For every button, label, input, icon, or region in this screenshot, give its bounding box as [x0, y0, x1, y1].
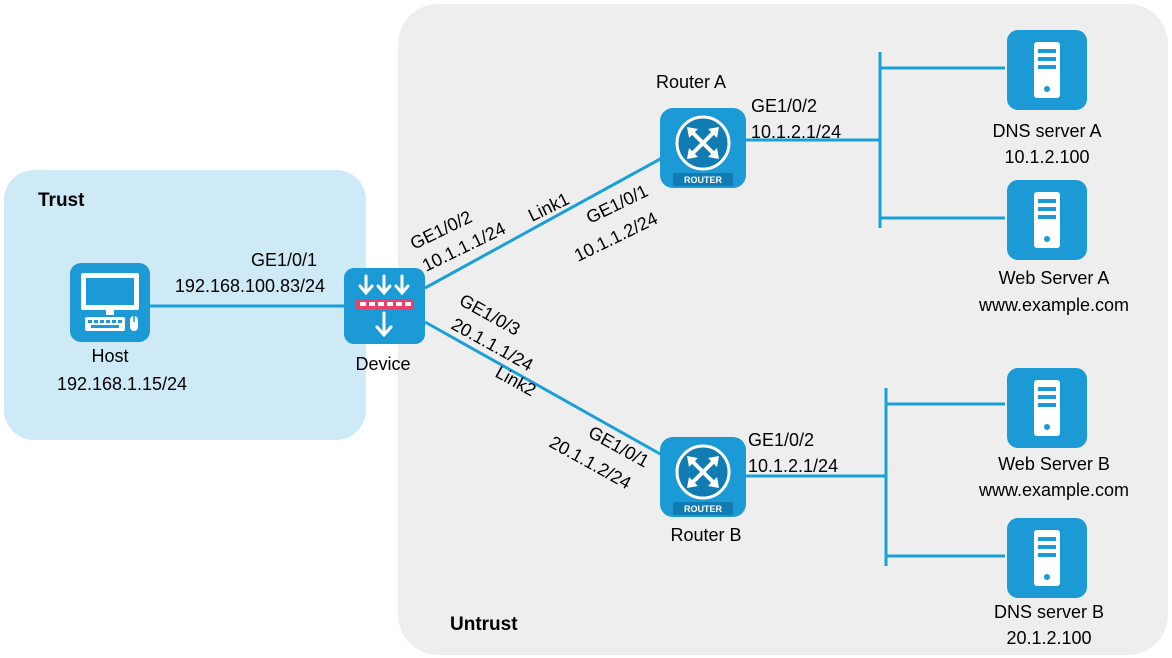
link2-line [424, 320, 663, 457]
router-b-lan-ip: 10.1.2.1/24 [748, 456, 838, 476]
router-a-name: Router A [656, 72, 726, 92]
dns-server-a-ip: 10.1.2.100 [1004, 147, 1089, 167]
link1-line [424, 156, 663, 290]
dns-server-b-ip: 20.1.2.100 [1006, 628, 1091, 648]
host-link-ip: 192.168.100.83/24 [175, 276, 325, 296]
host-ip: 192.168.1.15/24 [57, 374, 187, 394]
web-server-b-name: Web Server B [998, 454, 1110, 474]
router-icon: ROUTER [658, 435, 748, 519]
server-icon [1007, 180, 1087, 260]
router-a-badge: ROUTER [684, 175, 723, 185]
web-server-b-host: www.example.com [978, 480, 1129, 500]
router-a-lan-port: GE1/0/2 [751, 96, 817, 116]
trust-zone-label: Trust [38, 190, 85, 211]
router-a-lan-ip: 10.1.2.1/24 [751, 122, 841, 142]
device-name: Device [355, 354, 410, 374]
router-b-badge: ROUTER [684, 504, 723, 514]
server-icon [1007, 518, 1087, 598]
links [150, 52, 1005, 566]
host-name: Host [91, 346, 128, 366]
web-server-a-name: Web Server A [999, 268, 1110, 288]
host-link-port: GE1/0/1 [251, 250, 317, 270]
router-icon: ROUTER [658, 106, 748, 190]
untrust-zone-label: Untrust [450, 614, 518, 635]
web-server-a-host: www.example.com [978, 295, 1129, 315]
dns-server-b-name: DNS server B [994, 602, 1104, 622]
server-icon [1007, 368, 1087, 448]
server-icon [1007, 30, 1087, 110]
untrust-zone [398, 4, 1168, 655]
router-b-lan-port: GE1/0/2 [748, 430, 814, 450]
firewall-icon [344, 268, 425, 344]
router-b-name: Router B [670, 525, 741, 545]
dns-server-a-name: DNS server A [992, 121, 1101, 141]
computer-icon [70, 263, 150, 342]
